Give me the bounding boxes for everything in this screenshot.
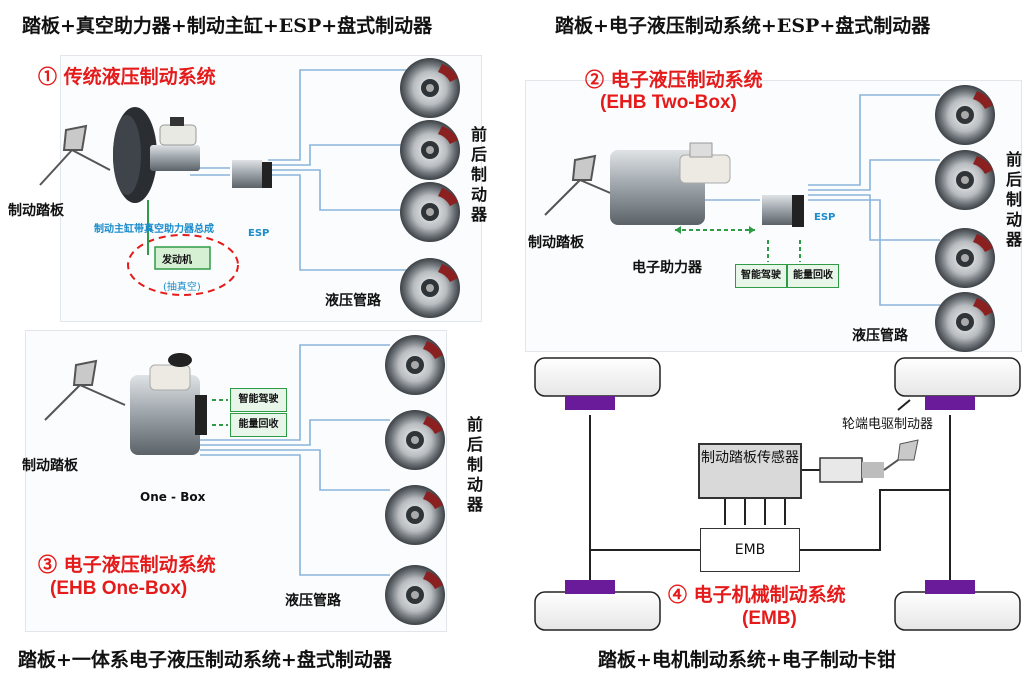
q3-onebox-unit (130, 353, 207, 455)
q3-title: ③ 电子液压制动系统 (38, 550, 216, 577)
q2-esp-label: ESP (814, 212, 835, 223)
q3-pipes (200, 345, 390, 575)
q3-unit-label: One - Box (140, 490, 205, 504)
q3-pedal-label: 制动踏板 (22, 455, 78, 475)
q2-regen-box: 能量回收 (787, 264, 839, 288)
q2-booster-label: 电子助力器 (632, 257, 702, 277)
q1-title: ① 传统液压制动系统 (38, 62, 216, 89)
q1-pipe-label: 液压管路 (325, 290, 381, 310)
q2-pedal (545, 156, 615, 215)
q2-title: ② 电子液压制动系统 (585, 65, 763, 92)
q2-pipe-label: 液压管路 (852, 325, 908, 345)
q2-booster (610, 143, 730, 225)
q3-smart-drive-box: 智能驾驶 (230, 388, 287, 412)
q3-pedal (45, 361, 125, 420)
q4-emb-box: EMB (700, 528, 800, 572)
q1-pipes (190, 70, 410, 270)
q1-engine-label: 发动机 (162, 251, 192, 266)
q2-pedal-label: 制动踏板 (528, 232, 584, 252)
q4-wheel-label: 轮端电驱制动器 (842, 413, 933, 432)
q1-booster (113, 107, 200, 203)
q1-brake-discs (400, 58, 460, 318)
q1-engine-sub: (抽真空) (163, 278, 201, 293)
q1-pedal-label: 制动踏板 (8, 200, 64, 220)
q1-esp-unit (232, 160, 272, 188)
q4-sensor-box: 制动踏板传感器 (698, 443, 802, 499)
q1-brake-label: 前后制动器 (470, 125, 488, 225)
q3-brake-discs (385, 335, 445, 625)
q2-brake-discs (935, 85, 995, 352)
q1-pedal (40, 126, 110, 185)
q1-master-label: 制动主缸带真空助力器总成 (94, 220, 214, 235)
q4-title: ④ 电子机械制动系统 (668, 580, 846, 607)
q2-smart-drive-box: 智能驾驶 (735, 264, 787, 288)
q4-subtitle: (EMB) (742, 608, 797, 630)
q2-brake-label: 前后制动器 (1005, 150, 1023, 250)
q4-pedal-sensor (820, 440, 918, 482)
q3-regen-box: 能量回收 (230, 413, 287, 437)
q3-brake-label: 前后制动器 (466, 415, 484, 515)
q2-esp-unit (762, 195, 804, 227)
q3-pipe-label: 液压管路 (285, 590, 341, 610)
q1-esp-label: ESP (248, 228, 269, 239)
q2-subtitle: (EHB Two-Box) (600, 92, 737, 114)
q3-subtitle: (EHB One-Box) (50, 578, 187, 600)
